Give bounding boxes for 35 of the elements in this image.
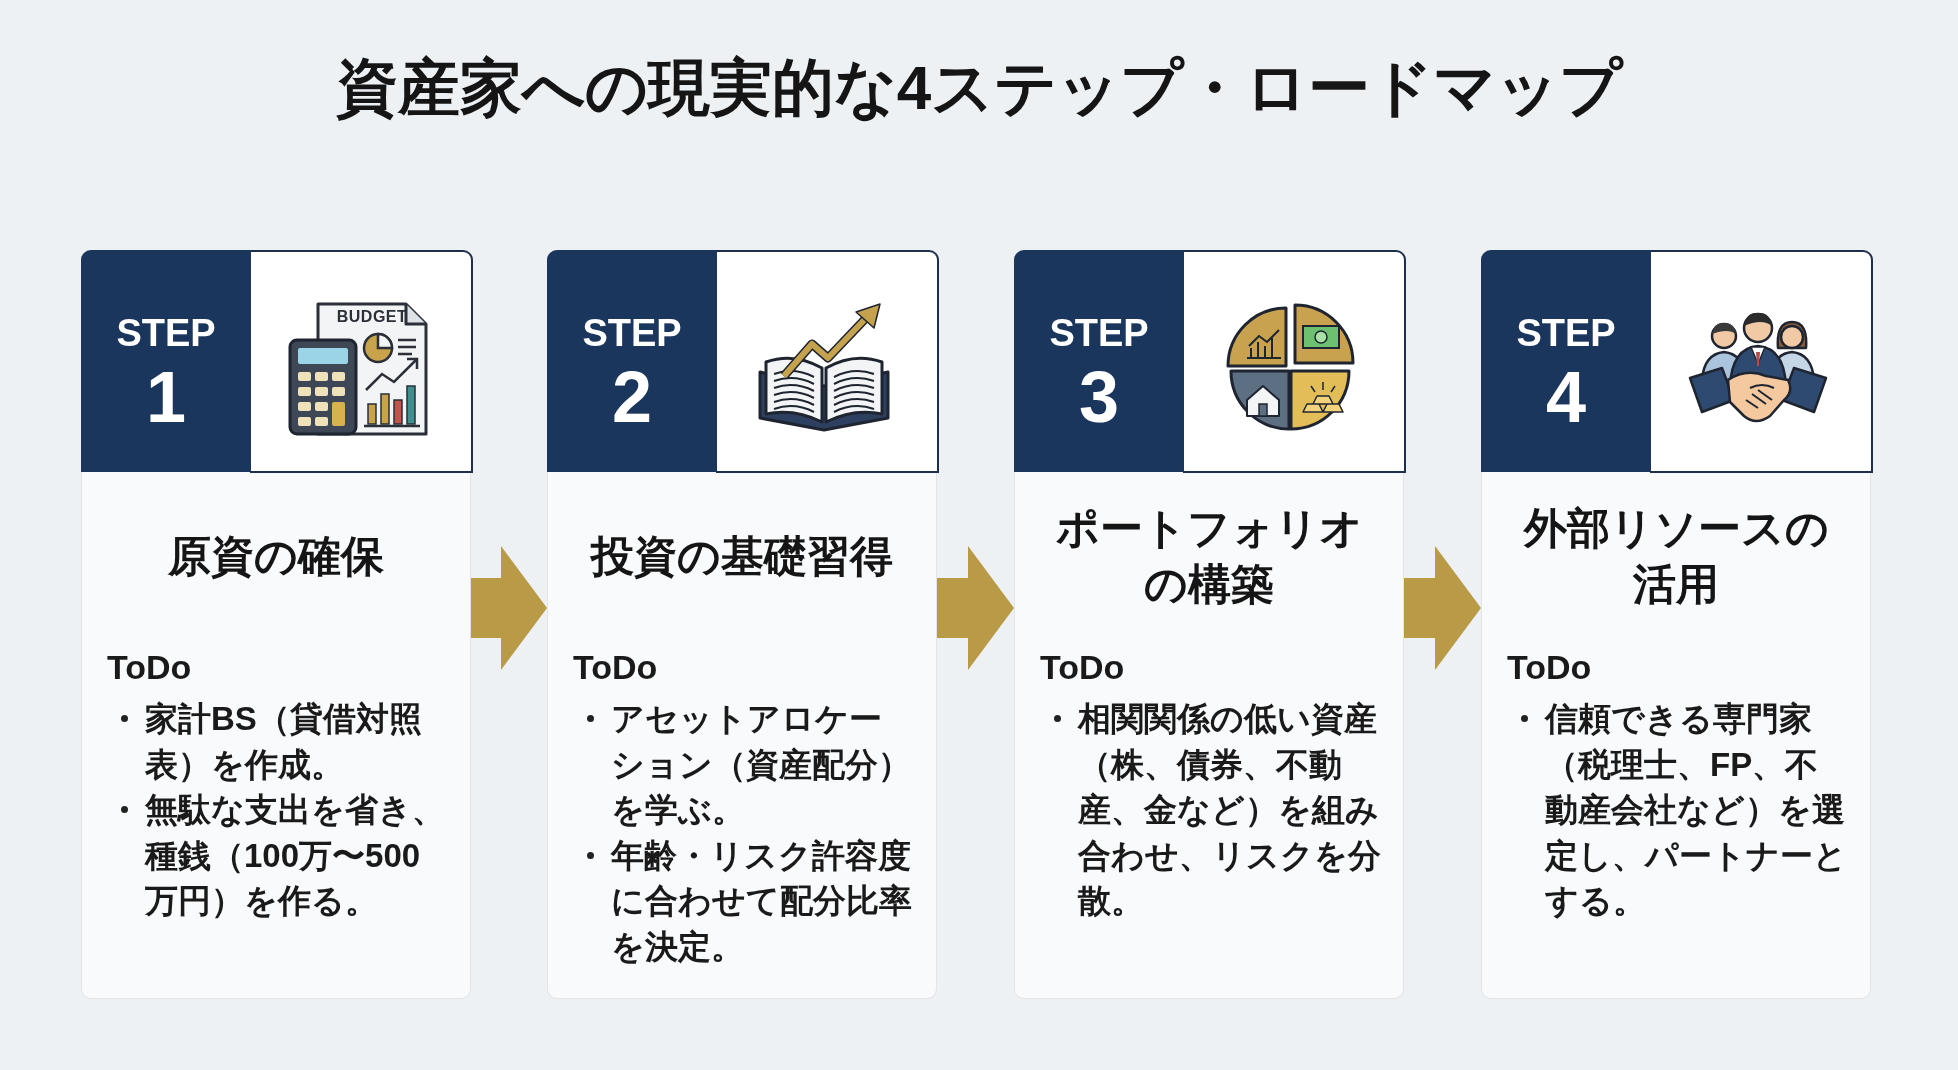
step-card (1014, 250, 1404, 999)
step-badge (547, 250, 717, 472)
step-number: 3 (1079, 361, 1119, 433)
step-card (81, 250, 471, 999)
step-card (547, 250, 937, 999)
bullet-text: 家計BS（貸借対照表）を作成。 (145, 699, 423, 785)
step-title: 外部リソースの活用 (1522, 503, 1830, 610)
step-number: 2 (612, 361, 652, 433)
bullet-text: 無駄な支出を省き、種銭（100万〜500万円）を作る。 (145, 790, 446, 921)
step-title: 原資の確保 (168, 531, 384, 582)
arrow (471, 546, 547, 670)
todo-heading: ToDo (573, 647, 658, 687)
step-badge (1014, 250, 1184, 472)
step-label: STEP (1049, 314, 1149, 352)
step-number: 4 (1546, 361, 1586, 433)
todo-heading: ToDo (1040, 647, 1125, 687)
arrow (1404, 546, 1481, 670)
bullet-text: アセットアロケーション（資産配分）を学ぶ。 (611, 699, 912, 830)
step-title: 投資の基礎習得 (591, 531, 893, 582)
step-card (1481, 250, 1871, 999)
bullet-text: 相関関係の低い資産（株、債券、不動産、金など）を組み合わせ、リスクを分散。 (1078, 699, 1382, 921)
bullet-text: 年齢・リスク許容度に合わせて配分比率を決定。 (611, 835, 913, 967)
todo-heading: ToDo (1507, 647, 1592, 687)
step-label: STEP (582, 314, 682, 352)
step-title: ポートフォリオの構築 (1054, 503, 1364, 610)
step-number: 1 (146, 361, 186, 433)
document-label: BUDGET (336, 308, 408, 326)
step-label: STEP (116, 314, 216, 352)
step-badge (81, 250, 251, 472)
step-label: STEP (1516, 314, 1616, 352)
arrow (937, 546, 1014, 670)
step-badge (1481, 250, 1651, 472)
page-title: 資産家への現実的な4ステップ・ロードマップ (335, 52, 1623, 124)
bullet-text: 信頼できる専門家（税理士、FP、不動産会社など）を選定し、パートナーとする。 (1545, 699, 1848, 921)
todo-heading: ToDo (107, 647, 192, 687)
